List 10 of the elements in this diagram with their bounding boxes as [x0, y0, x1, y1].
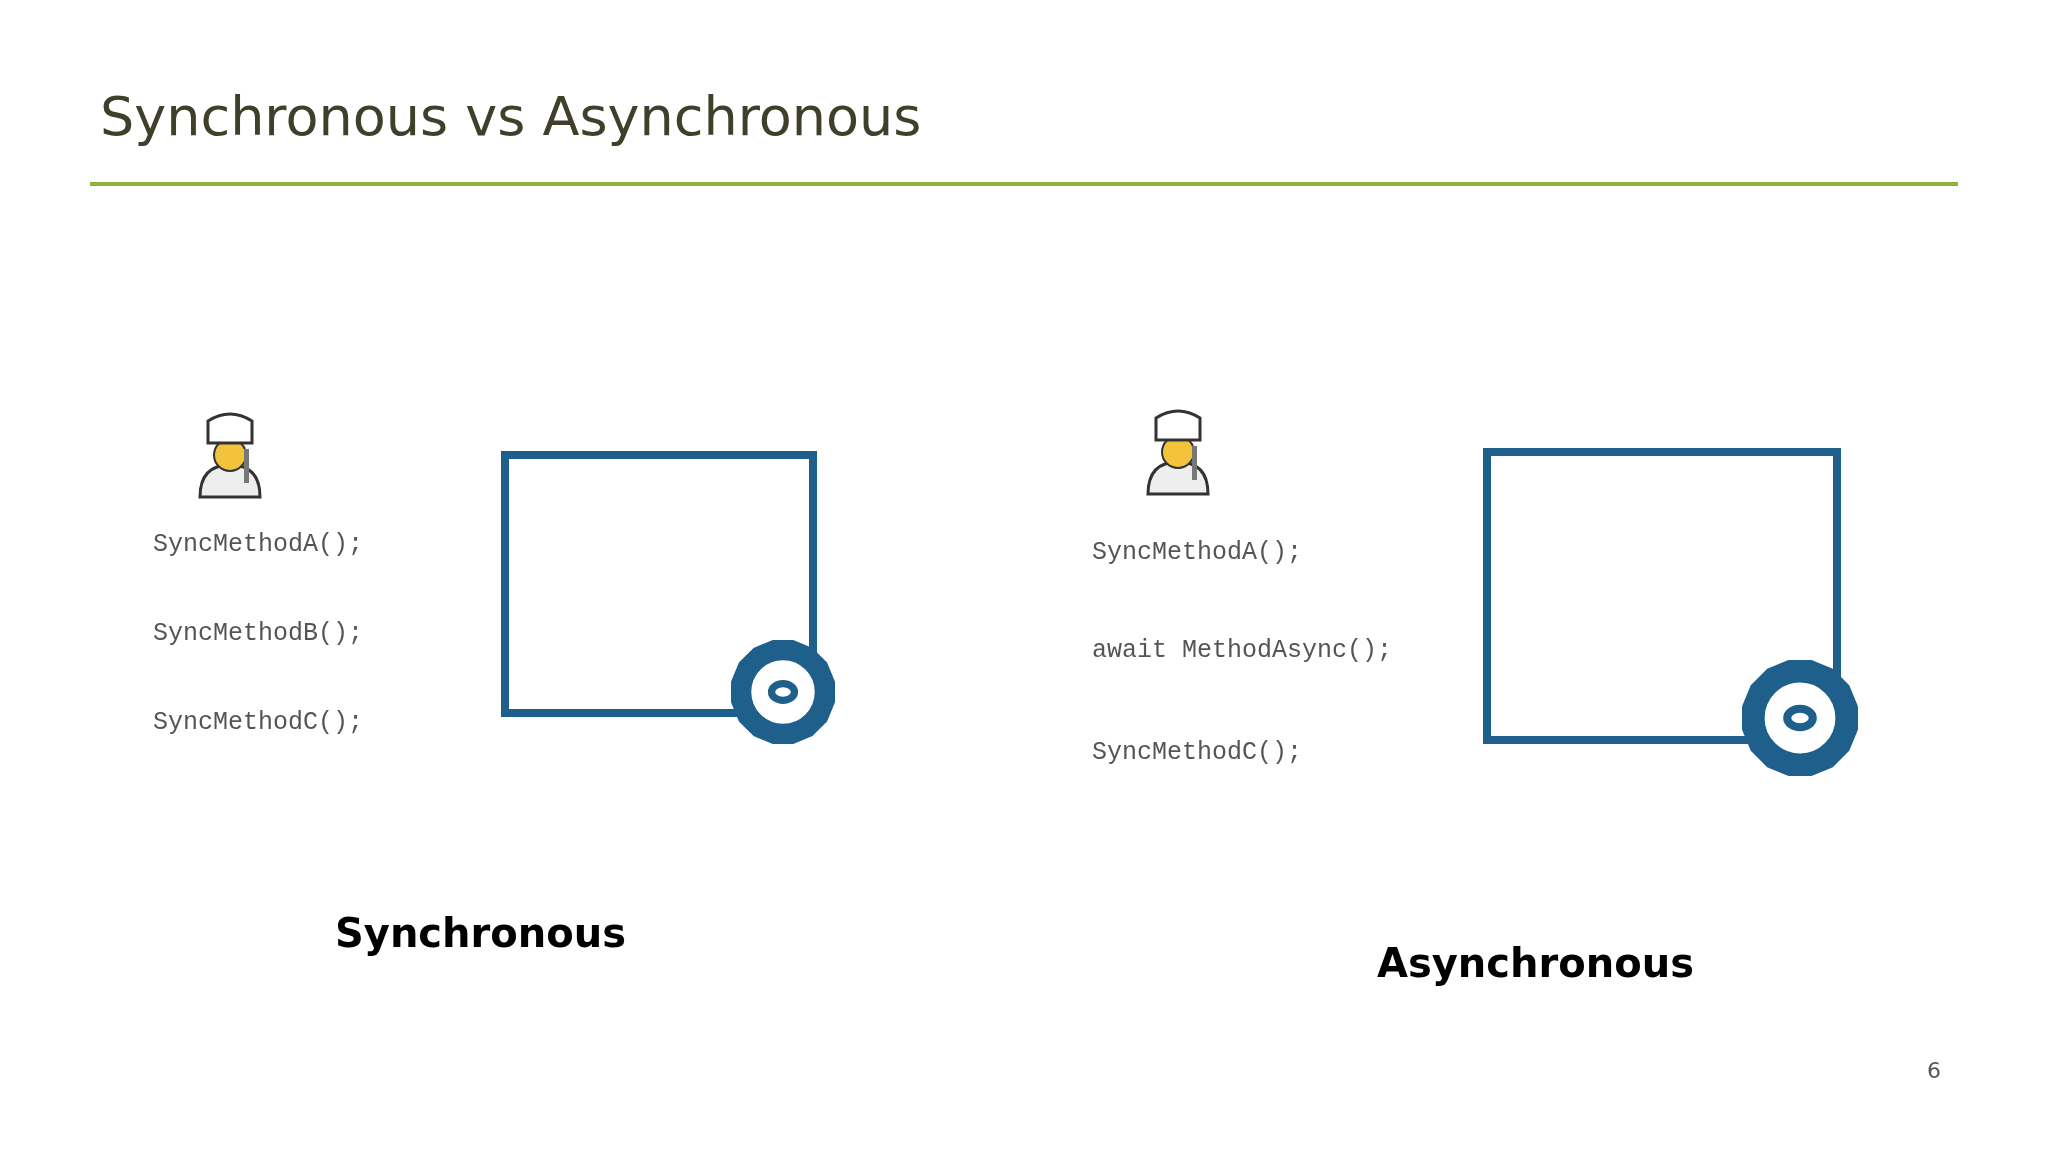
slide-title: Synchronous vs Asynchronous: [100, 85, 922, 148]
section-caption: Synchronous: [335, 910, 626, 956]
code-line: SyncMethodC();: [1092, 738, 1303, 767]
code-line: await MethodAsync();: [1092, 636, 1393, 665]
section-caption: Asynchronous: [1377, 940, 1694, 986]
code-line: SyncMethodC();: [153, 708, 364, 737]
page-number: 6: [1927, 1058, 1941, 1083]
code-line: SyncMethodA();: [153, 530, 364, 559]
code-line: SyncMethodA();: [1092, 538, 1303, 567]
code-line: SyncMethodB();: [153, 619, 364, 648]
